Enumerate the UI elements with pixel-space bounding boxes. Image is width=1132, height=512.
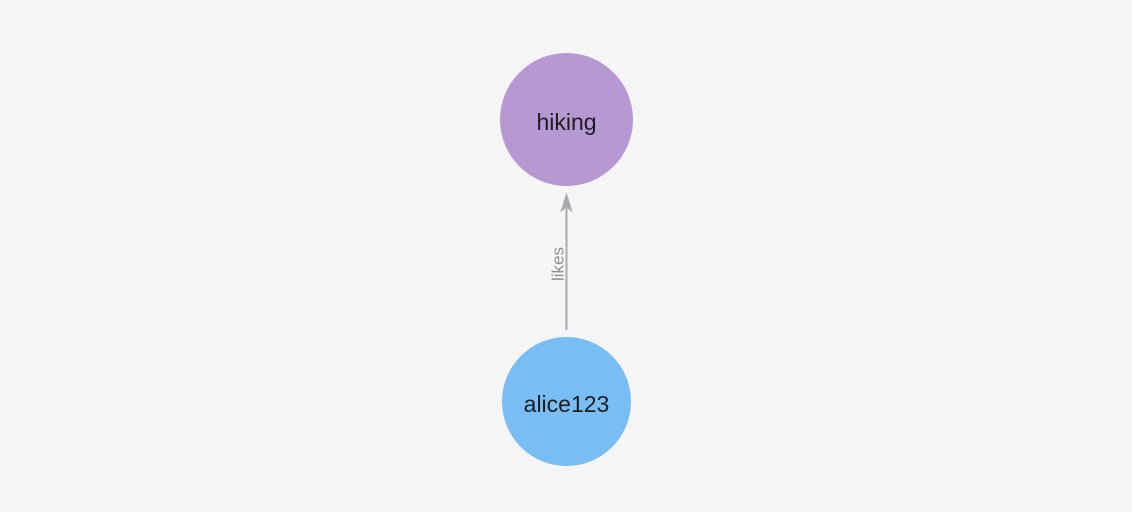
arrowhead-icon <box>560 192 573 213</box>
edge-label: likes <box>549 247 568 281</box>
edge-alice123-likes-hiking[interactable]: likes <box>549 192 573 331</box>
node-alice123-label: alice123 <box>523 390 610 417</box>
node-alice123[interactable]: alice123 <box>502 337 631 466</box>
node-hiking-label: hiking <box>536 108 597 135</box>
node-hiking[interactable]: hiking <box>500 53 633 186</box>
